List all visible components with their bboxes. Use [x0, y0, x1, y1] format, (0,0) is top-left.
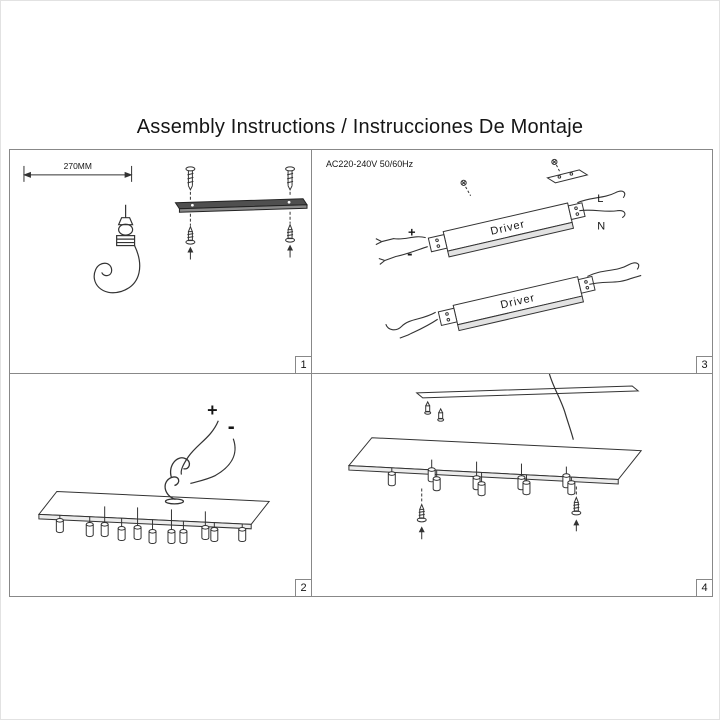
- panel-number-badge: 3: [696, 356, 712, 373]
- fixture-panel: [37, 490, 271, 530]
- neutral-label: N: [597, 221, 605, 233]
- panel-number-badge: 4: [696, 579, 712, 596]
- panel2-illustration: + -: [37, 400, 271, 545]
- screw-icon: [185, 166, 196, 201]
- decor-ornament: [164, 457, 191, 505]
- screw-up-indicator: [571, 485, 582, 532]
- panel4-illustration: [347, 374, 643, 540]
- page-title: Assembly Instructions / Instrucciones De…: [136, 116, 584, 138]
- driver-top-wires: [375, 190, 626, 265]
- mounting-bar-assembly: [174, 166, 308, 260]
- ceiling-bar: [174, 198, 308, 213]
- terminal-cover-detail: [460, 158, 589, 197]
- fixture-panel: [347, 437, 643, 485]
- panel3-illustration: AC220-240V 50/60Hz Driver: [326, 158, 642, 339]
- panel-1: 270MM: [10, 150, 312, 374]
- dimension-indicator: [22, 165, 133, 182]
- ceiling-hook-part: [93, 204, 141, 294]
- driver-unit-top: Driver: [427, 202, 586, 258]
- screw-icon: [285, 166, 296, 197]
- line-label: L: [597, 193, 603, 205]
- suspension-cord: [548, 374, 574, 440]
- pendant-cylinders: [55, 506, 247, 545]
- assembly-grid: 270MM: [9, 149, 713, 597]
- plus-label: +: [207, 400, 217, 420]
- driver-bottom-wires: [385, 262, 642, 339]
- dimension-label: 270MM: [64, 161, 92, 171]
- driver-unit-bottom: Driver: [437, 275, 596, 332]
- screw-up-indicator: [416, 487, 427, 540]
- plus-label: +: [408, 225, 416, 240]
- screw-up-indicator: [185, 213, 196, 260]
- ceiling-bar: [415, 385, 640, 422]
- pendant-cylinders: [387, 459, 576, 497]
- minus-label: -: [228, 416, 235, 439]
- screw-up-indicator: [285, 211, 296, 258]
- panel-number-badge: 2: [295, 579, 311, 596]
- minus-label: -: [407, 246, 412, 263]
- panel-2: + -: [10, 374, 312, 596]
- voltage-label: AC220-240V 50/60Hz: [326, 159, 414, 169]
- supply-wires: [180, 420, 236, 485]
- panel-3: AC220-240V 50/60Hz Driver: [312, 150, 712, 374]
- panel-number-badge: 1: [295, 356, 311, 373]
- panel-4: 4: [312, 374, 712, 596]
- panel1-illustration: 270MM: [22, 161, 308, 294]
